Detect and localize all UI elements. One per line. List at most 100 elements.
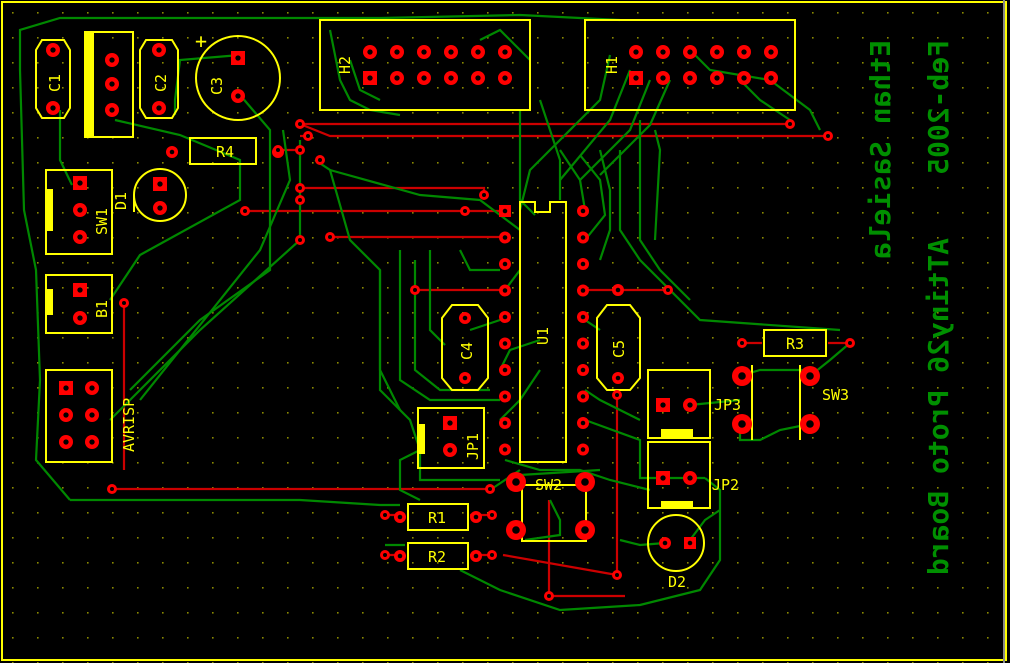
pad-hole <box>741 75 747 81</box>
pad-hole <box>580 447 586 452</box>
pad-hole <box>63 385 69 391</box>
pad-hole <box>448 75 454 81</box>
pad-hole <box>687 540 693 546</box>
label-c4: C4 <box>458 342 476 360</box>
pad-hole <box>367 75 373 81</box>
pad-hole <box>383 513 387 517</box>
pad-hole <box>413 288 417 292</box>
pad-hole <box>394 49 400 55</box>
pad-hole <box>306 134 310 138</box>
pad-hole <box>298 238 302 242</box>
h2-outline <box>319 19 531 111</box>
label-u1: U1 <box>534 327 552 345</box>
pad-hole <box>397 553 403 559</box>
pad-hole <box>714 75 720 81</box>
r4-outline <box>189 137 257 165</box>
pad-hole <box>738 372 746 380</box>
label-jp2: JP2 <box>712 476 739 494</box>
pad-hole <box>276 148 280 152</box>
pads <box>46 43 855 601</box>
label-d2: D2 <box>668 573 686 591</box>
component-labels: C1 C2 C3 + R4 D1 SW1 B1 AVRISP H2 H1 U1 … <box>46 29 849 591</box>
pad-hole <box>687 402 693 408</box>
c2-outline <box>139 39 179 119</box>
pad-hole <box>77 315 83 321</box>
c5-outline <box>596 304 641 391</box>
top-traces <box>18 13 851 612</box>
pad-hole <box>666 288 670 292</box>
pad-hole <box>848 341 852 345</box>
label-r3: R3 <box>786 335 804 353</box>
pad-hole <box>447 420 453 426</box>
pad-hole <box>580 367 586 373</box>
pad-hole <box>547 594 551 598</box>
pad-hole <box>110 487 114 491</box>
pad-hole <box>298 122 302 126</box>
pad-hole <box>806 420 814 428</box>
label-sw3: SW3 <box>822 386 849 404</box>
pad-hole <box>298 148 302 152</box>
pad-hole <box>660 402 666 408</box>
pad-hole <box>502 447 508 452</box>
pad-hole <box>615 375 621 381</box>
pad-hole <box>235 55 241 61</box>
avrisp-outline <box>45 369 113 463</box>
sw2-outline <box>521 484 587 542</box>
pad-hole <box>122 301 126 305</box>
u1-outline <box>519 201 567 463</box>
pad-hole <box>502 394 508 399</box>
label-r4: R4 <box>216 143 234 161</box>
regulator-tab <box>84 31 94 138</box>
label-d1: D1 <box>112 192 130 210</box>
r3-outline <box>763 329 827 357</box>
pad-hole <box>243 209 247 213</box>
pad-hole <box>328 235 332 239</box>
label-jp1: JP1 <box>464 433 482 460</box>
pad-hole <box>235 93 241 99</box>
pad-hole <box>633 75 639 81</box>
pad-hole <box>580 420 586 426</box>
title-board: ATtiny26 Proto Board <box>922 238 955 575</box>
pad-hole <box>714 49 720 55</box>
pad-hole <box>768 75 774 81</box>
pad-hole <box>580 314 586 320</box>
pad-hole <box>615 287 621 293</box>
pad-hole <box>660 75 666 81</box>
pad-hole <box>615 573 619 577</box>
pad-hole <box>156 105 162 111</box>
pad-hole <box>77 234 83 240</box>
pad-hole <box>447 447 453 453</box>
c3-outline <box>195 35 281 121</box>
pad-hole <box>421 49 427 55</box>
pad-hole <box>687 475 693 481</box>
label-b1: B1 <box>93 300 111 318</box>
pad-hole <box>633 49 639 55</box>
pad-hole <box>89 439 95 445</box>
pad-hole <box>660 475 666 481</box>
pad-hole <box>77 287 83 293</box>
pad-hole <box>502 420 508 426</box>
label-r1: R1 <box>428 509 446 527</box>
pad-hole <box>490 553 494 557</box>
pad-hole <box>473 514 479 520</box>
pad-hole <box>157 181 163 187</box>
pad-hole <box>421 75 427 81</box>
pad-hole <box>662 540 668 546</box>
pad-hole <box>394 75 400 81</box>
pad-hole <box>89 412 95 418</box>
pad-hole <box>156 47 162 53</box>
pad-hole <box>157 205 163 211</box>
pad-hole <box>580 341 586 346</box>
h1-outline <box>584 19 796 111</box>
pad-hole <box>512 478 520 486</box>
jp3-outline <box>647 369 711 439</box>
pad-hole <box>502 261 508 267</box>
pad-hole <box>482 193 486 197</box>
pad-hole <box>318 158 322 162</box>
label-c3: C3 <box>208 77 226 95</box>
pad-hole <box>687 49 693 55</box>
pad-hole <box>502 367 508 373</box>
